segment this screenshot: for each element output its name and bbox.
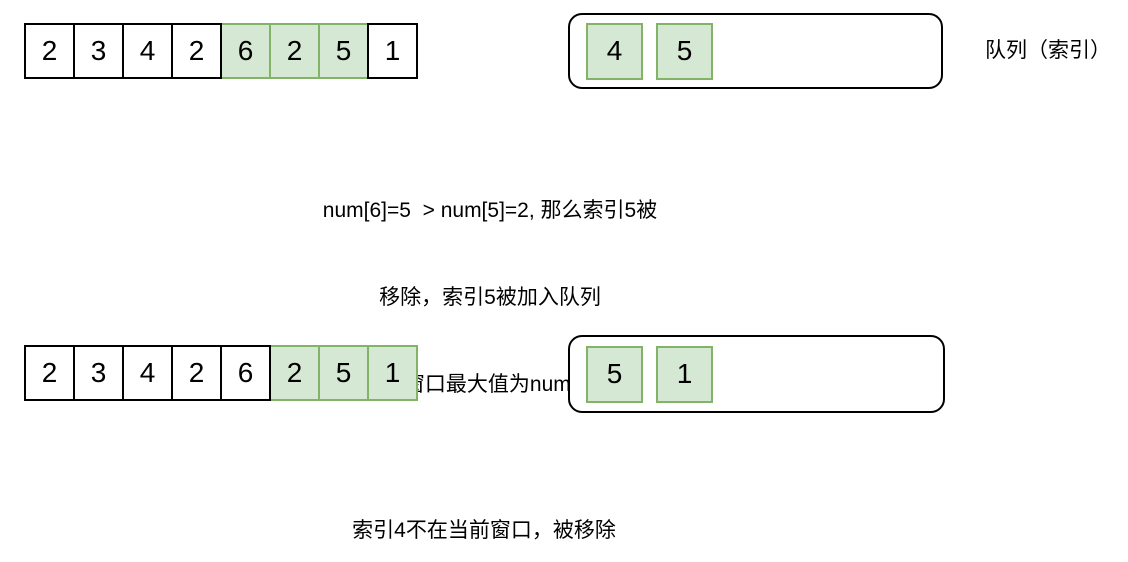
- array-cell-window: 6: [220, 23, 271, 79]
- array-cell-window: 2: [269, 345, 320, 401]
- array-cell: 4: [122, 23, 173, 79]
- array-cell: 3: [73, 23, 124, 79]
- queue-box-step1: 4 5: [568, 13, 943, 89]
- array-cell-window: 5: [318, 345, 369, 401]
- array-cell: 4: [122, 345, 173, 401]
- array-cell: 3: [73, 345, 124, 401]
- array-step2: 2 3 4 2 6 2 5 1: [24, 345, 418, 401]
- array-cell: 1: [367, 23, 418, 79]
- array-cell: 2: [171, 23, 222, 79]
- array-cell: 6: [220, 345, 271, 401]
- queue-item: 1: [656, 345, 713, 403]
- caption-line: 索引4不在当前窗口，被移除: [352, 519, 616, 542]
- array-cell-window: 2: [269, 23, 320, 79]
- caption-line: num[6]=5 > num[5]=2, 那么索引5被: [322, 199, 658, 222]
- array-cell: 2: [24, 345, 75, 401]
- array-cell-window: 5: [318, 23, 369, 79]
- caption-step2: 索引4不在当前窗口，被移除 1<num[5]=5,1的索引值6被加入队列 当前窗…: [84, 458, 884, 562]
- caption-line: 当前窗口最大值为num[4]=6: [361, 373, 619, 396]
- array-step1: 2 3 4 2 6 2 5 1: [24, 23, 418, 79]
- queue-box-step2: 5 1: [568, 335, 945, 413]
- array-cell-window: 1: [367, 345, 418, 401]
- queue-item: 5: [656, 22, 713, 80]
- caption-step1: num[6]=5 > num[5]=2, 那么索引5被 移除，索引5被加入队列 …: [90, 138, 890, 457]
- queue-item: 5: [586, 345, 643, 403]
- array-cell: 2: [171, 345, 222, 401]
- queue-label: 队列（索引）: [985, 39, 1111, 62]
- queue-item: 4: [586, 22, 643, 80]
- caption-line: 移除，索引5被加入队列: [379, 286, 601, 309]
- array-cell: 2: [24, 23, 75, 79]
